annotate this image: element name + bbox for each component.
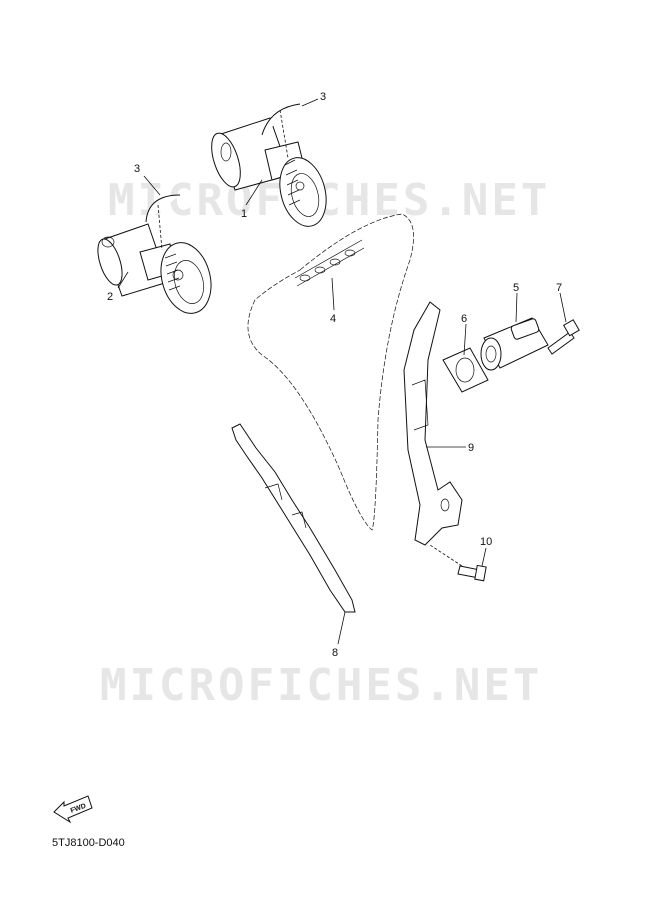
svg-text:3: 3 — [320, 91, 326, 103]
clip-lower — [145, 194, 181, 223]
callout-1: 1 — [241, 179, 263, 220]
svg-text:2: 2 — [107, 291, 113, 303]
callout-7: 7 — [556, 282, 567, 323]
guide-bolt — [457, 564, 487, 582]
fwd-badge: FWD — [53, 795, 93, 824]
callout-4: 4 — [330, 277, 336, 325]
watermark-bottom: MICROFICHES.NET — [100, 660, 542, 711]
svg-text:4: 4 — [330, 313, 336, 325]
camshaft-lower — [97, 223, 212, 314]
tensioner-guide — [403, 301, 463, 546]
cam-chain-links — [294, 239, 365, 287]
callout-8: 8 — [332, 611, 346, 659]
clip-upper — [261, 103, 301, 136]
callout-2: 2 — [107, 271, 129, 303]
callout-3-upper: 3 — [279, 91, 326, 159]
svg-text:8: 8 — [332, 647, 338, 659]
watermark-top: MICROFICHES.NET — [108, 175, 550, 226]
diagram-code: 5TJ8100-D040 — [52, 837, 125, 849]
callout-10: 10 — [429, 536, 492, 567]
tensioner-gasket — [442, 347, 489, 393]
svg-text:3: 3 — [134, 163, 140, 175]
tensioner-bolt — [547, 319, 580, 355]
cam-chain — [247, 213, 414, 531]
chain-guide — [231, 423, 356, 613]
svg-text:10: 10 — [480, 536, 492, 548]
callout-6: 6 — [461, 313, 467, 356]
callout-9: 9 — [426, 442, 474, 454]
arrow-left-icon — [53, 795, 93, 824]
svg-text:5: 5 — [513, 282, 519, 294]
svg-text:6: 6 — [461, 313, 467, 325]
svg-text:1: 1 — [241, 208, 247, 220]
svg-text:9: 9 — [468, 442, 474, 454]
camshaft-upper — [211, 117, 327, 227]
callout-3-lower: 3 — [134, 163, 163, 251]
callout-5: 5 — [513, 282, 519, 323]
svg-text:7: 7 — [556, 282, 562, 294]
chain-tensioner — [480, 317, 549, 371]
